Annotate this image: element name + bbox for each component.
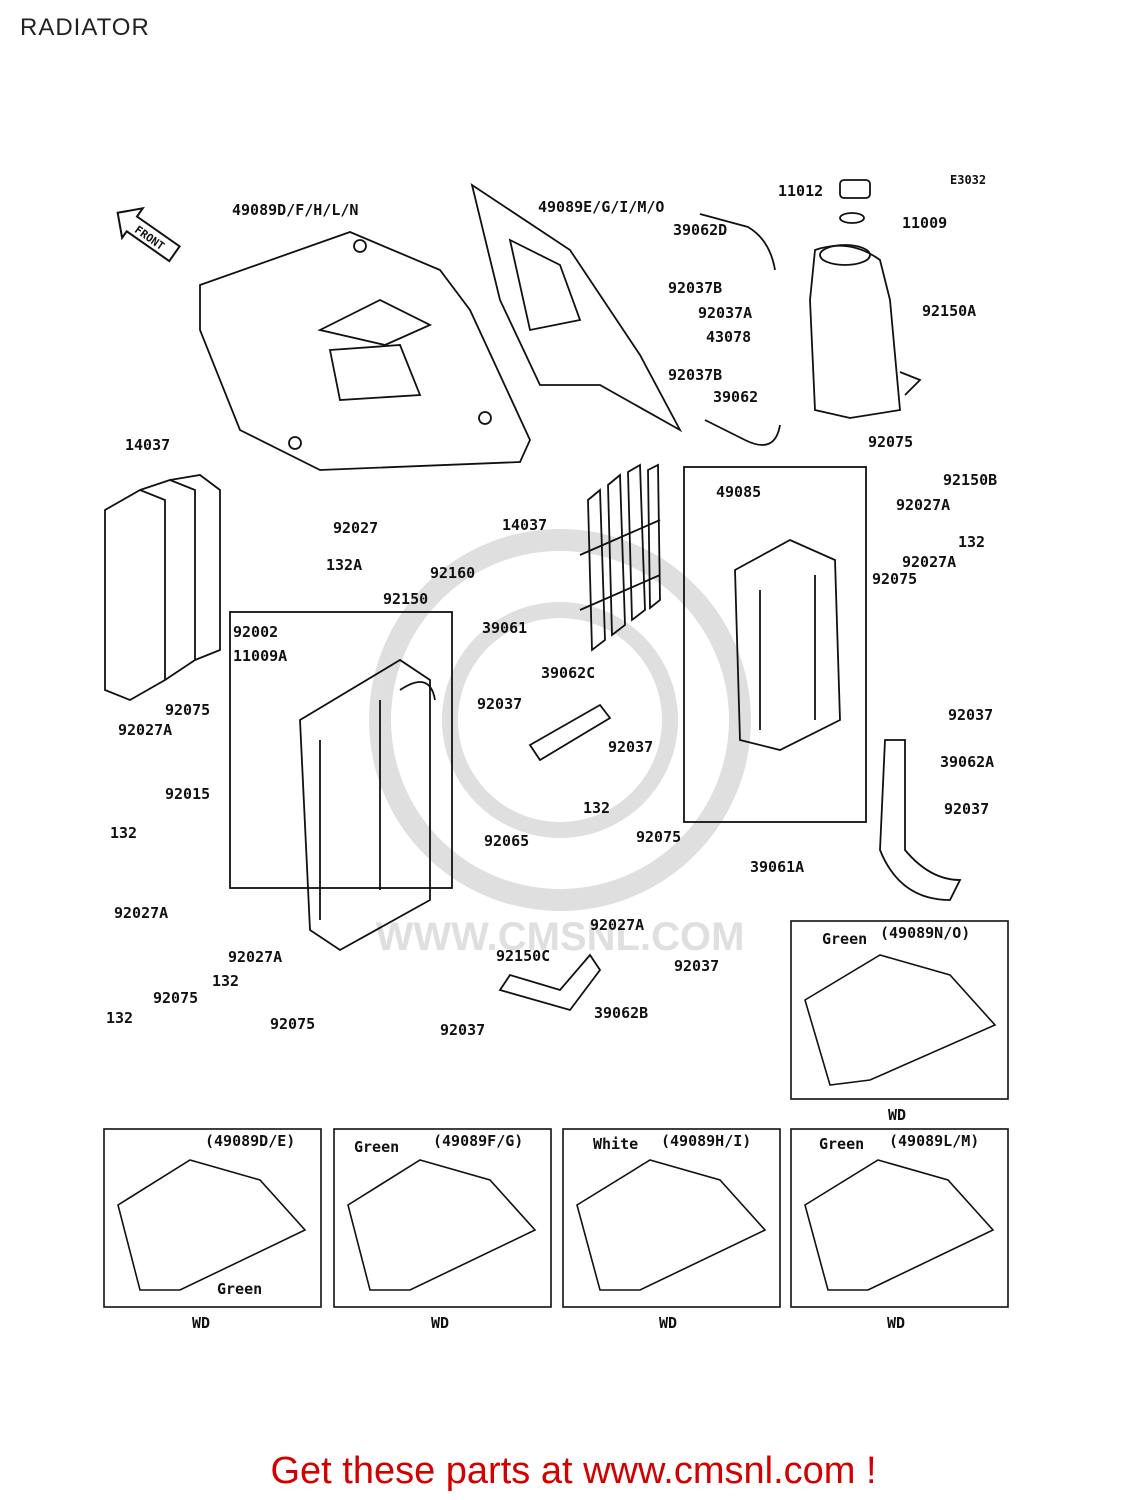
svg-text:Green: Green	[819, 1135, 864, 1153]
part-label: 92027A	[118, 721, 172, 739]
svg-text:WD: WD	[659, 1314, 677, 1332]
svg-text:(49089D/E): (49089D/E)	[205, 1132, 295, 1150]
variant-box: (49089D/E) Green WD	[103, 1128, 322, 1332]
part-label: 11012	[778, 182, 823, 200]
part-label: 92065	[484, 832, 529, 850]
part-label: 92027A	[228, 948, 282, 966]
page-title: RADIATOR	[20, 14, 150, 41]
part-label: 92037	[477, 695, 522, 713]
reservoir-tank	[809, 179, 922, 419]
part-label: 39061A	[750, 858, 804, 876]
svg-text:(49089H/I): (49089H/I)	[661, 1132, 751, 1150]
part-label: 92075	[872, 570, 917, 588]
radiator-diagram: WWW.CMSNL.COM E3032 FRONT	[103, 173, 1009, 1332]
svg-text:WD: WD	[431, 1314, 449, 1332]
svg-text:WD: WD	[192, 1314, 210, 1332]
svg-text:(49089F/G): (49089F/G)	[433, 1132, 523, 1150]
part-label: 92027A	[590, 916, 644, 934]
svg-text:WD: WD	[887, 1314, 905, 1332]
part-label: 92037	[948, 706, 993, 724]
part-label: 92075	[868, 433, 913, 451]
part-label: 11009A	[233, 647, 287, 665]
part-label: 92027A	[114, 904, 168, 922]
part-label: 39061	[482, 619, 527, 637]
part-label: 49089D/F/H/L/N	[232, 201, 358, 219]
variant-box: Green (49089L/M) WD	[790, 1128, 1009, 1332]
part-label: 92160	[430, 564, 475, 582]
part-label: 92075	[636, 828, 681, 846]
front-arrow-icon: FRONT	[116, 206, 181, 263]
part-label: 39062	[713, 388, 758, 406]
left-radiator-guard	[104, 474, 221, 701]
part-label: 132	[110, 824, 137, 842]
variant-box: Green (49089F/G) WD	[333, 1128, 552, 1332]
svg-text:White: White	[593, 1135, 638, 1153]
part-label: 92037B	[668, 279, 722, 297]
part-label: 132	[583, 799, 610, 817]
part-label: 92037B	[668, 366, 722, 384]
part-label: 39062A	[940, 753, 994, 771]
variant-box: Green (49089N/O) WD	[790, 920, 1009, 1124]
hoses	[498, 213, 962, 1012]
svg-text:Green: Green	[217, 1280, 262, 1298]
left-shroud	[199, 231, 531, 471]
watermark-text: WWW.CMSNL.COM	[376, 915, 745, 959]
part-label: 11009	[902, 214, 947, 232]
diagram-code: E3032	[950, 173, 986, 187]
part-label: 132	[958, 533, 985, 551]
part-label: 39062B	[594, 1004, 648, 1022]
part-label: 92027A	[896, 496, 950, 514]
part-label: 39062C	[541, 664, 595, 682]
svg-text:(49089N/O): (49089N/O)	[880, 924, 970, 942]
variant-box: White (49089H/I) WD	[562, 1128, 781, 1332]
part-label: 92037	[608, 738, 653, 756]
watermark-logo: WWW.CMSNL.COM	[369, 529, 751, 959]
part-label: 49085	[716, 483, 761, 501]
part-label: 132	[106, 1009, 133, 1027]
right-shroud	[470, 182, 683, 433]
left-radiator	[229, 611, 453, 952]
part-label: 92037	[944, 800, 989, 818]
part-label: 39062D	[673, 221, 727, 239]
svg-text:Green: Green	[822, 930, 867, 948]
part-label: 14037	[502, 516, 547, 534]
part-label: 92037	[440, 1021, 485, 1039]
part-label: 92075	[165, 701, 210, 719]
part-label: 132A	[326, 556, 362, 574]
svg-text:WD: WD	[888, 1106, 906, 1124]
svg-text:(49089L/M): (49089L/M)	[889, 1132, 979, 1150]
part-label: 92150C	[496, 947, 550, 965]
right-radiator-guard	[579, 463, 661, 652]
shop-link[interactable]: Get these parts at www.cmsnl.com !	[270, 1450, 877, 1492]
part-label: 43078	[706, 328, 751, 346]
part-label: 132	[212, 972, 239, 990]
part-labels: 49089D/F/H/L/N 49089E/G/I/M/O 11012 1100…	[106, 182, 997, 1039]
part-label: 92015	[165, 785, 210, 803]
part-label: 14037	[125, 436, 170, 454]
part-label: 92027A	[902, 553, 956, 571]
part-label: 92027	[333, 519, 378, 537]
right-radiator	[683, 466, 867, 823]
part-label: 92075	[153, 989, 198, 1007]
svg-text:Green: Green	[354, 1138, 399, 1156]
part-label: 49089E/G/I/M/O	[538, 198, 664, 216]
part-label: 92037A	[698, 304, 752, 322]
part-label: 92150	[383, 590, 428, 608]
part-label: 92037	[674, 957, 719, 975]
part-label: 92150A	[922, 302, 976, 320]
part-label: 92075	[270, 1015, 315, 1033]
part-label: 92002	[233, 623, 278, 641]
part-label: 92150B	[943, 471, 997, 489]
